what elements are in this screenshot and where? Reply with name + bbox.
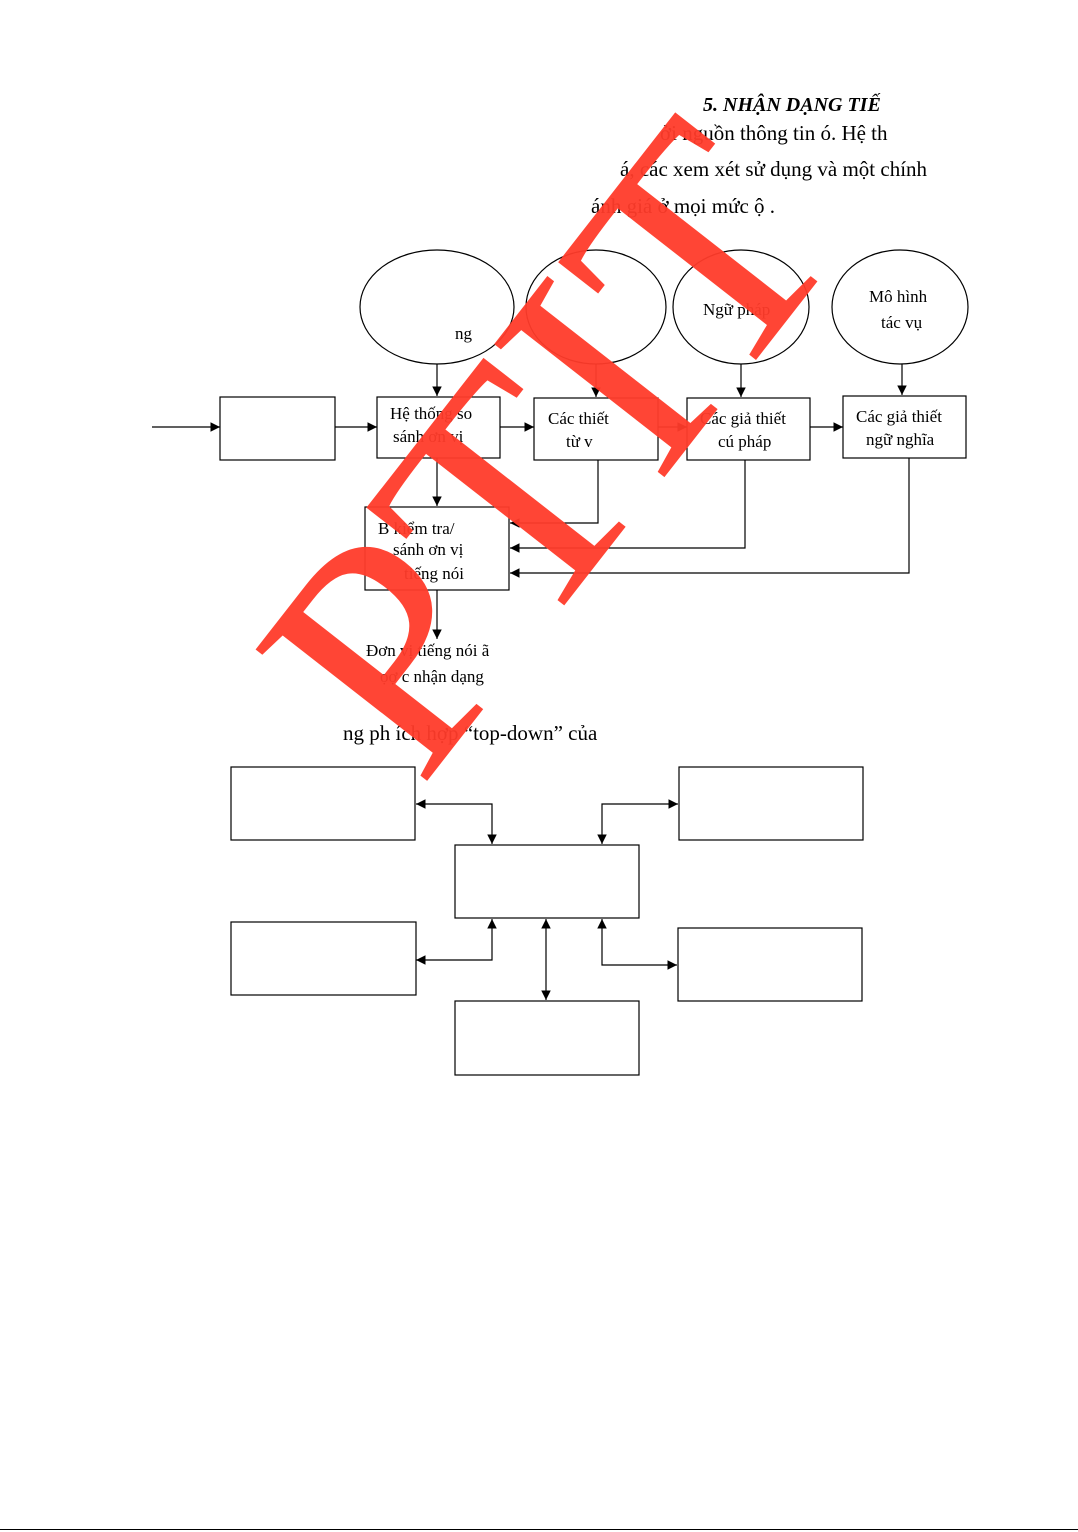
paragraph-line-2: á, các xem xét sử dụng và một chính <box>620 157 928 181</box>
paragraph-line-1: ởi nguồn thông tin ó. Hệ th <box>660 121 888 145</box>
d2-link-mid-right <box>597 919 677 970</box>
page-bottom-rule <box>0 1529 1078 1530</box>
semantic-hypothesis-label-2: ngữ nghĩa <box>866 430 935 449</box>
d2-link-top-left <box>416 799 497 844</box>
watermark-text: PTIT <box>189 61 905 835</box>
verifier-label-2: sánh ơn vị <box>393 540 464 559</box>
section-heading: 5. NHẬN DẠNG TIẾ <box>703 94 881 116</box>
verifier-label-1: B kiểm tra/ <box>378 519 455 538</box>
verifier-label-3: tiếng nói <box>404 564 464 583</box>
lexical-hypothesis-label-2: từ v <box>566 432 593 451</box>
semantic-hypothesis-label-1: Các giả thiết <box>856 407 942 426</box>
d2-box-top-right <box>678 766 864 841</box>
unit-matcher-label-2: sánh ơn vị <box>393 427 464 446</box>
syntax-hypothesis-label-2: cú pháp <box>718 432 772 451</box>
paragraph-line-3: ánh giá ở mọi mức ộ . <box>591 194 776 218</box>
d2-box-center <box>454 844 640 919</box>
d2-link-top-right <box>597 799 678 844</box>
input-box <box>219 396 336 461</box>
knowledge-source-label-4b: tác vụ <box>881 313 923 332</box>
output-label-2: ọợ c nhận dạng <box>380 667 484 686</box>
knowledge-source-label-3: Ngữ pháp <box>703 300 771 319</box>
knowledge-source-label-1: ng <box>455 324 472 343</box>
output-label-1: Đơn vị tiếng nói ã <box>366 641 490 660</box>
syntax-hypothesis-label-1: Các giả thiết <box>700 409 786 428</box>
arrow-syntax-to-verifier <box>510 460 746 553</box>
d2-box-top-left <box>230 766 416 841</box>
lexical-hypothesis-box <box>533 397 659 461</box>
d2-link-mid-left <box>416 919 497 965</box>
unit-matcher-label-1: Hệ thống so <box>390 404 473 423</box>
arrow-lexical-to-verifier <box>510 460 599 528</box>
figure-caption: ng ph ích hợp “top-down” của <box>343 721 598 745</box>
knowledge-source-ellipse-4 <box>831 249 969 365</box>
d2-box-bottom <box>454 1000 640 1076</box>
syntax-hypothesis-box <box>686 397 811 461</box>
lexical-hypothesis-label-1: Các thiết <box>548 409 609 428</box>
arrow-semantic-to-verifier <box>510 458 910 578</box>
knowledge-source-label-4a: Mô hình <box>869 287 928 306</box>
d2-box-mid-right <box>677 927 863 1002</box>
